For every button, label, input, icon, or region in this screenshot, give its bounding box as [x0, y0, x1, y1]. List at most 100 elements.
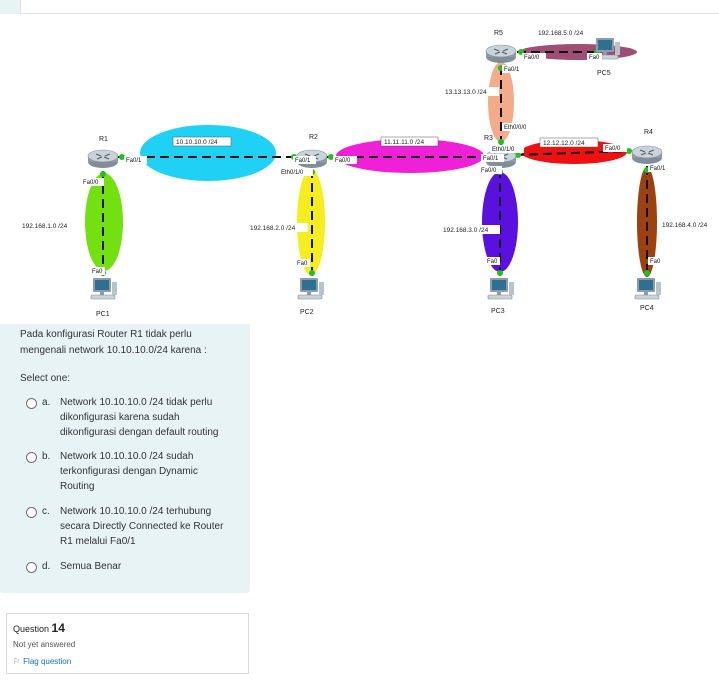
svg-text:13.13.13.0 /24: 13.13.13.0 /24 — [445, 89, 487, 96]
network-topology-diagram: R1 R2 R3 R4 R5 PC1 PC2 PC3 PC4 PC5 10.10… — [0, 14, 719, 324]
net-ellipse-r2-r3 — [336, 139, 484, 173]
port-r5-fa01: Fa0/1 — [502, 65, 525, 73]
svg-text:Fa0/1: Fa0/1 — [504, 67, 520, 73]
question-text: Pada konfigurasi Router R1 tidak perlu m… — [20, 329, 207, 356]
port-r3-fa01: Fa0/1 — [481, 154, 504, 162]
router-r3-label: R3 — [484, 135, 493, 142]
svg-text:Fa0/1: Fa0/1 — [295, 158, 311, 164]
svg-text:Fa0/1: Fa0/1 — [126, 158, 142, 164]
net-label-r5-pc5: 192.168.5.0 /24 — [536, 28, 596, 37]
svg-text:Fa0: Fa0 — [487, 259, 498, 265]
svg-text:192.168.4.0 /24: 192.168.4.0 /24 — [662, 222, 708, 229]
option-a-text[interactable]: Network 10.10.10.0 /24 tidak perlu dikon… — [60, 397, 219, 438]
port-r2-eth010: Eth0/1/0 — [279, 168, 313, 176]
port-pc4-fa0: Fa0 — [648, 257, 663, 265]
port-r2-fa00: Fa0/0 — [333, 156, 357, 164]
net-label-r2-r3: 11.11.11.0 /24 — [380, 136, 439, 147]
net-ellipse-r3-pc3 — [482, 172, 518, 272]
router-r1-label: R1 — [99, 136, 108, 143]
option-b-letter: b. — [42, 451, 51, 462]
svg-text:Eth0/1/0: Eth0/1/0 — [281, 170, 304, 176]
previous-card-edge — [20, 0, 719, 14]
radio-option-b[interactable] — [26, 452, 37, 463]
topology-svg: R1 R2 R3 R4 R5 PC1 PC2 PC3 PC4 PC5 10.10… — [22, 28, 708, 318]
option-a-letter: a. — [42, 397, 51, 408]
question-number: 14 — [51, 621, 65, 635]
net-ellipse-r1-r2 — [140, 125, 276, 181]
pc1-icon[interactable] — [90, 277, 118, 300]
pc4-label: PC4 — [640, 305, 654, 312]
net-label-r3-r4: 12.12.12.0 /24 — [539, 137, 599, 148]
svg-text:10.10.10.0 /24: 10.10.10.0 /24 — [176, 139, 218, 146]
router-r1-icon[interactable] — [87, 149, 119, 169]
port-r3-eth000: Eth0/0/0 — [502, 123, 536, 131]
router-r5-label: R5 — [494, 30, 503, 37]
net-label-r3-r5: 13.13.13.0 /24 — [443, 87, 499, 96]
port-r1-fa00: Fa0/0 — [81, 178, 104, 186]
radio-option-c[interactable] — [26, 507, 37, 518]
port-pc3-fa0: Fa0 — [485, 257, 500, 265]
answer-status: Not yet answered — [13, 640, 76, 649]
option-c-letter: c. — [42, 506, 50, 517]
port-r3-eth010: Eth0/1/0 — [490, 145, 524, 153]
port-r2-fa01: Fa0/1 — [293, 156, 316, 164]
pc2-icon[interactable] — [297, 277, 325, 300]
option-d-text[interactable]: Semua Benar — [60, 561, 122, 572]
pc3-icon[interactable] — [487, 277, 515, 300]
router-r4-label: R4 — [644, 129, 653, 136]
svg-text:Eth0/1/0: Eth0/1/0 — [492, 147, 515, 153]
flag-icon[interactable]: ⚐ — [13, 657, 21, 666]
svg-text:192.168.3.0 /24: 192.168.3.0 /24 — [443, 227, 489, 234]
port-r4-fa01: Fa0/1 — [648, 164, 671, 172]
option-c-text[interactable]: Network 10.10.10.0 /24 terhubung secara … — [60, 506, 224, 547]
port-r4-fa00: Fa0/0 — [603, 144, 627, 152]
router-r5-icon[interactable] — [485, 44, 517, 64]
svg-text:Fa0/1: Fa0/1 — [650, 166, 666, 172]
port-pc1-fa0: Fa0 — [90, 267, 105, 275]
pc4-icon[interactable] — [634, 277, 662, 300]
svg-text:Fa0/0: Fa0/0 — [524, 55, 540, 61]
radio-option-a[interactable] — [26, 398, 37, 409]
svg-text:Fa0: Fa0 — [92, 269, 103, 275]
svg-text:Fa0: Fa0 — [297, 261, 308, 267]
net-label-r2-pc2: 192.168.2.0 /24 — [248, 223, 308, 232]
svg-text:Fa0/0: Fa0/0 — [335, 158, 351, 164]
router-r4-icon[interactable] — [631, 145, 663, 165]
router-r2-label: R2 — [309, 134, 318, 141]
port-r3-fa00: Fa0/0 — [479, 166, 502, 174]
svg-text:Fa0: Fa0 — [650, 259, 661, 265]
option-b-text[interactable]: Network 10.10.10.0 /24 sudah terkonfigur… — [60, 451, 198, 492]
svg-text:192.168.2.0 /24: 192.168.2.0 /24 — [250, 225, 296, 232]
pc5-label: PC5 — [597, 70, 611, 77]
svg-text:192.168.5.0 /24: 192.168.5.0 /24 — [538, 30, 584, 37]
port-r1-fa01: Fa0/1 — [124, 156, 147, 164]
svg-text:Fa0/0: Fa0/0 — [481, 168, 497, 174]
svg-text:Fa0/0: Fa0/0 — [83, 180, 99, 186]
link-r3-r4 — [514, 150, 633, 156]
port-pc5-fa0: Fa0 — [587, 53, 602, 61]
net-label-r1-r2: 10.10.10.0 /24 — [172, 136, 232, 147]
flag-question-label[interactable]: Flag question — [23, 657, 72, 666]
port-pc2-fa0: Fa0 — [295, 259, 310, 267]
net-label-r1-pc1: 192.168.1.0 /24 — [22, 223, 68, 230]
question-number-heading: Question 14 — [13, 621, 65, 635]
question-prefix: Question — [13, 624, 50, 634]
pc1-label: PC1 — [96, 311, 110, 318]
svg-text:Fa0: Fa0 — [589, 55, 600, 61]
select-one-label: Select one: — [20, 373, 71, 384]
question-info-panel: Question 14 Not yet answered ⚐Flag quest… — [6, 613, 249, 674]
radio-option-d[interactable] — [26, 562, 37, 573]
net-ellipse-r2-pc2 — [297, 169, 325, 275]
pc2-label: PC2 — [300, 309, 314, 316]
net-label-r4-pc4: 192.168.4.0 /24 — [662, 222, 708, 229]
flag-question-link[interactable]: ⚐Flag question — [13, 657, 71, 666]
net-label-r3-pc3: 192.168.3.0 /24 — [441, 225, 500, 234]
svg-text:12.12.12.0 /24: 12.12.12.0 /24 — [543, 140, 585, 147]
svg-text:192.168.1.0 /24: 192.168.1.0 /24 — [22, 223, 68, 230]
pc3-label: PC3 — [491, 308, 505, 315]
svg-text:Eth0/0/0: Eth0/0/0 — [504, 125, 527, 131]
svg-text:Fa0/0: Fa0/0 — [605, 146, 621, 152]
option-d-letter: d. — [42, 561, 51, 572]
port-r5-fa00: Fa0/0 — [522, 53, 546, 61]
svg-text:11.11.11.0 /24: 11.11.11.0 /24 — [384, 139, 425, 146]
